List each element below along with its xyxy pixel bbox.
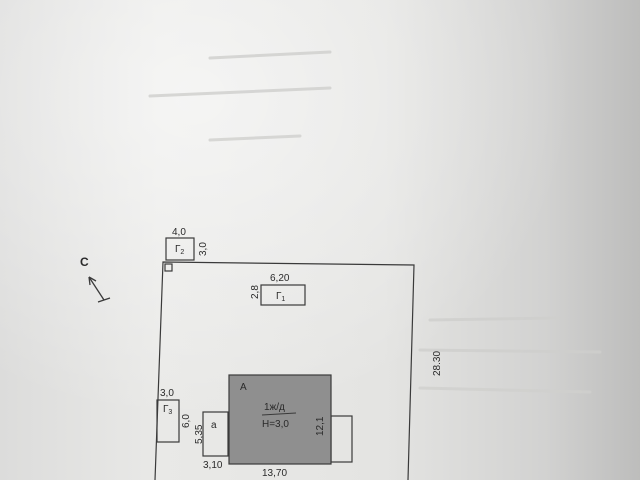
annex-width: 3,10 [203,460,223,471]
annex-outline [202,411,229,457]
main-house-depth: 12,1 [315,416,326,436]
main-house-label: А [240,382,247,393]
main-house-height: H=3,0 [262,419,289,430]
main-house-floors: 1ж/д [264,402,285,413]
main-house-width: 13,70 [262,468,287,479]
porch-outline [330,415,353,463]
north-label: С [80,255,89,269]
main-house-fraction-bar [261,412,297,416]
garage-1-width: 6,20 [270,273,290,284]
plot-depth-label: 28.30 [432,351,443,376]
garage-2-label: Г2 [175,244,184,256]
annex-label: а [211,420,217,431]
plot-boundary [154,261,415,480]
garage-3-label: Г3 [163,404,172,416]
main-house [228,374,332,465]
garage-3-outline [156,399,180,443]
annex-depth: 5,35 [194,424,205,444]
garage-1-outline [260,284,306,306]
garage-3-depth: 6,0 [181,414,192,428]
garage-1-depth: 2,8 [250,285,261,299]
garage-3-width: 3,0 [160,388,174,399]
north-arrow-icon [88,276,111,303]
garage-1-label: Г1 [276,291,285,303]
garage-2-width: 4,0 [172,227,186,238]
garage-2-depth: 3,0 [198,242,209,256]
garage-2-outline [165,237,195,261]
corner-marker [164,263,173,272]
